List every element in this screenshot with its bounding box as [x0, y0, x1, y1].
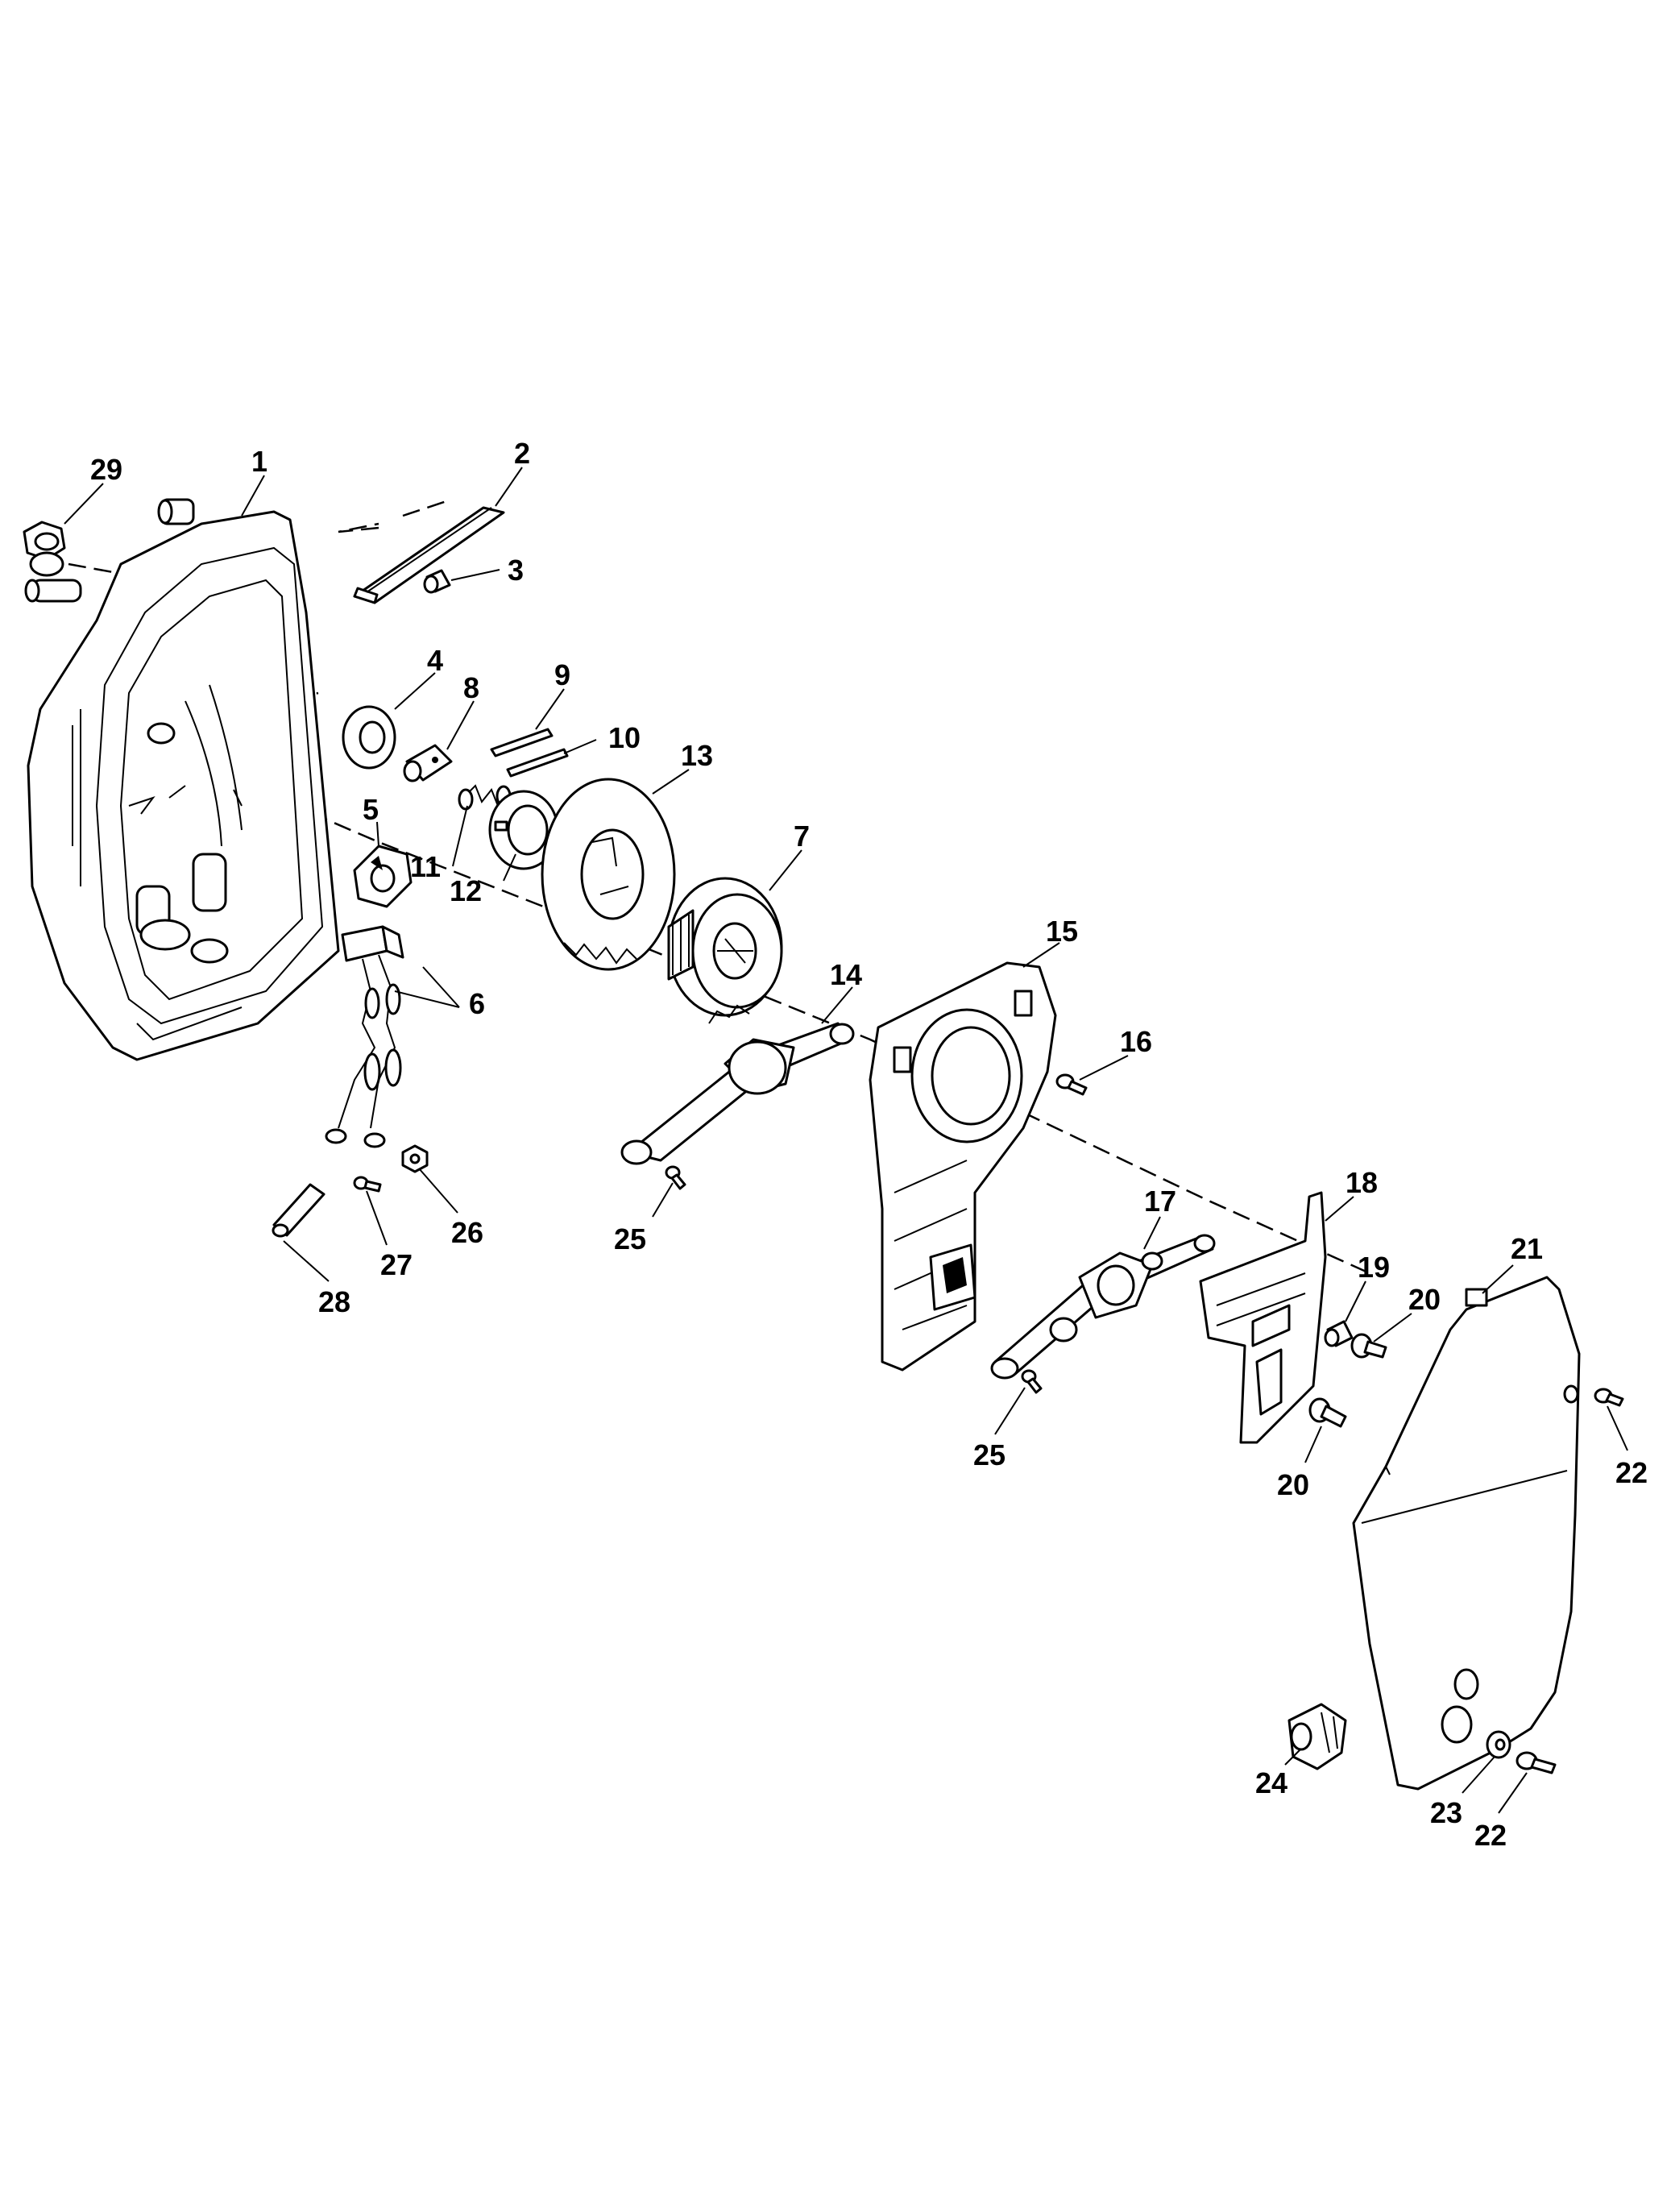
- callout-5: 5: [363, 793, 379, 826]
- callout-8: 8: [463, 671, 479, 704]
- callout-19: 19: [1358, 1251, 1390, 1284]
- axis-line-main: [144, 740, 1370, 1275]
- callout-29: 29: [90, 453, 122, 486]
- callout-9: 9: [554, 658, 570, 691]
- part-22-screw-lower: [1516, 1751, 1557, 1774]
- callout-12: 12: [450, 874, 482, 907]
- part-10-pin: [506, 748, 569, 778]
- part-22-screw-upper: [1594, 1388, 1624, 1407]
- part-27-screw: [353, 1176, 382, 1193]
- part-6-switch-harness: [325, 925, 404, 1148]
- callout-28: 28: [318, 1285, 350, 1318]
- callout-25-right: 25: [973, 1438, 1006, 1471]
- part-13-gear-plate: [541, 778, 676, 971]
- part-17-link-arm: [990, 1234, 1216, 1380]
- part-25-screw-right: [1021, 1369, 1043, 1394]
- callout-13: 13: [681, 739, 713, 772]
- part-15-mounting-plate: [869, 961, 1057, 1372]
- part-8-detent: [403, 744, 453, 782]
- callout-3: 3: [508, 554, 524, 587]
- callout-7: 7: [794, 820, 810, 853]
- callout-17: 17: [1144, 1185, 1176, 1218]
- callout-27: 27: [380, 1248, 413, 1281]
- axis-line-shaft: [338, 498, 452, 533]
- part-20-screw-upper: [1350, 1333, 1387, 1359]
- callout-25-left: 25: [614, 1222, 646, 1255]
- part-2-shaft: [353, 506, 505, 604]
- part-3-bushing: [423, 569, 451, 594]
- callout-11: 11: [410, 850, 441, 883]
- callout-23: 23: [1430, 1796, 1462, 1829]
- callout-18: 18: [1346, 1166, 1378, 1199]
- part-20-screw-lower: [1308, 1397, 1347, 1428]
- part-4-washer: [342, 705, 396, 770]
- callout-20-upper: 20: [1408, 1283, 1441, 1316]
- part-28-sleeve: [272, 1183, 325, 1238]
- part-14-lever: [620, 1004, 855, 1165]
- part-26-nut: [401, 1144, 429, 1173]
- callout-15: 15: [1046, 915, 1078, 948]
- callout-20-lower: 20: [1277, 1468, 1309, 1501]
- part-21-cover: [1352, 1276, 1581, 1791]
- part-12-washer: [488, 790, 559, 870]
- callout-2: 2: [514, 437, 530, 470]
- callout-22-lower: 22: [1474, 1819, 1507, 1852]
- part-18-bracket: [1199, 1191, 1327, 1444]
- part-7-gear-hub: [667, 877, 783, 1017]
- part-24-knob: [1287, 1703, 1347, 1770]
- callout-1: 1: [251, 445, 267, 478]
- part-19-bushing: [1324, 1320, 1354, 1347]
- part-23-washer: [1486, 1730, 1511, 1759]
- part-16-screw: [1055, 1073, 1088, 1096]
- callout-10: 10: [608, 721, 641, 754]
- part-5-cam: [353, 845, 413, 908]
- part-9-pin: [490, 728, 554, 757]
- callout-26: 26: [451, 1216, 483, 1249]
- callout-6: 6: [469, 987, 485, 1020]
- part-1-housing: [24, 498, 340, 1061]
- part-29-nut: [23, 521, 66, 577]
- callout-14: 14: [830, 958, 862, 991]
- callout-24: 24: [1255, 1766, 1287, 1799]
- callout-16: 16: [1120, 1025, 1152, 1058]
- part-25-screw-left: [665, 1165, 686, 1190]
- leader-lines: [64, 467, 1628, 1814]
- callout-labels: 1 2 3 4 5 6 7 8 9 10 11 12 13 14 15 16 1…: [90, 437, 1648, 1852]
- callout-4: 4: [427, 644, 443, 677]
- callout-22-upper: 22: [1615, 1456, 1648, 1489]
- callout-21: 21: [1511, 1232, 1543, 1265]
